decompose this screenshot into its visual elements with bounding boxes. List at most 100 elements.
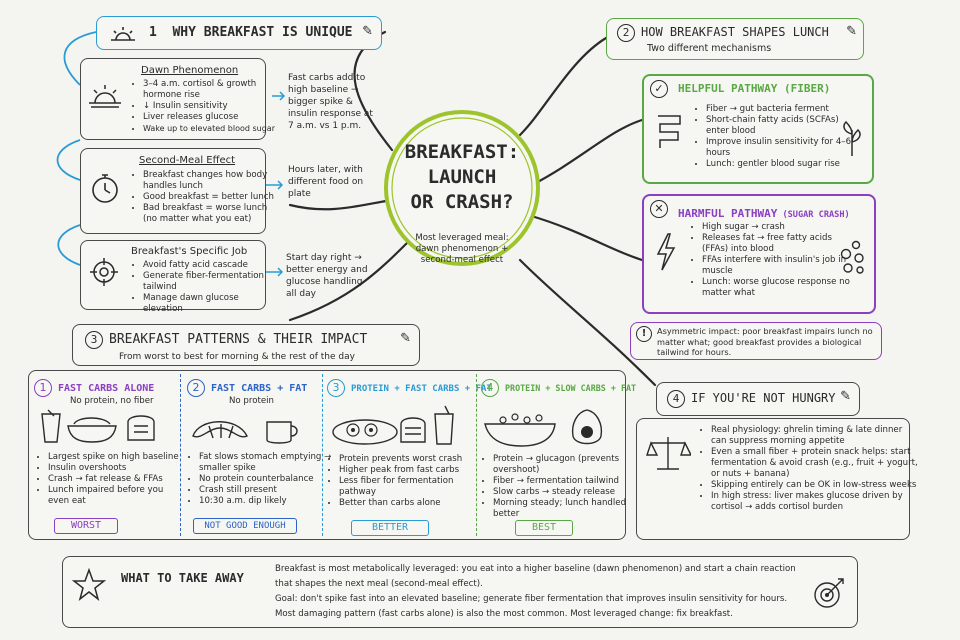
list-item: Real physiology: ghrelin timing & late d… — [711, 425, 919, 447]
pattern1-list: Largest spike on high baseline Insulin o… — [36, 452, 186, 507]
pattern2-list: Fat slows stomach emptying → smaller spi… — [187, 452, 333, 507]
list-item: No protein counterbalance — [199, 474, 333, 485]
section1-title-text: WHY BREAKFAST IS UNIQUE — [172, 25, 353, 40]
dawn-note: Fast carbs add to high baseline → bigger… — [288, 73, 373, 131]
center-title-line1: BREAKFAST: — [404, 141, 520, 163]
list-item: Morning steady; lunch handled better — [493, 498, 633, 520]
check-icon: ✓ — [650, 80, 668, 98]
section3-number: 3 — [85, 331, 103, 349]
takeaway-line1: Breakfast is most metabolically leverage… — [275, 564, 796, 574]
list-item: In high stress: liver makes glucose driv… — [711, 491, 919, 513]
section3-subtitle: From worst to best for morning & the res… — [119, 352, 355, 362]
x-icon: ✕ — [650, 200, 668, 218]
list-item: Fiber → gut bacteria ferment — [706, 104, 856, 115]
section3-title: 3 BREAKFAST PATTERNS & THEIR IMPACT — [85, 331, 367, 349]
takeaway-title: WHAT TO TAKE AWAY — [121, 571, 244, 585]
center-title-line2: LAUNCH — [427, 166, 497, 188]
list-item: Breakfast changes how body handles lunch — [143, 170, 277, 192]
pattern3-number: 3 — [327, 379, 345, 397]
list-item: Manage dawn glucose elevation — [143, 293, 277, 315]
second-meal-title: Second-Meal Effect — [139, 155, 236, 166]
list-item: Avoid fatty acid cascade — [143, 260, 277, 271]
helpful-pathway-title: HELPFUL PATHWAY (FIBER) — [678, 82, 831, 95]
breakfast-job-title: Breakfast's Specific Job — [131, 246, 248, 257]
list-item: Skipping entirely can be OK in low-stres… — [711, 480, 919, 491]
eggs-toast-juice-icon — [332, 405, 454, 445]
dawn-title: Dawn Phenomenon — [141, 65, 239, 76]
list-item: ↓ Insulin sensitivity — [143, 101, 277, 112]
pattern4-title: PROTEIN + SLOW CARBS + FAT — [505, 383, 637, 393]
section2-subtitle: Two different mechanisms — [647, 43, 772, 54]
pattern2-subtitle: No protein — [229, 396, 274, 406]
section1-number: 1 — [149, 25, 157, 40]
harmful-pathway-subtitle: (SUGAR CRASH) — [782, 210, 850, 220]
balance-scale-icon — [646, 437, 691, 470]
takeaway-line4: Most damaging pattern (fast carbs alone)… — [275, 609, 733, 619]
list-item: Wake up to elevated blood sugar — [143, 123, 277, 134]
target-icon — [90, 258, 118, 286]
list-item: 10:30 a.m. dip likely — [199, 496, 333, 507]
list-item: Largest spike on high baseline — [48, 452, 186, 463]
dawn-phenomenon-card: Dawn Phenomenon 3–4 a.m. cortisol & grow… — [80, 58, 275, 140]
list-item: Insulin overshoots — [48, 463, 186, 474]
list-item: Less fiber for fermentation pathway — [339, 476, 485, 498]
pattern3-title: PROTEIN + FAST CARBS + FAT — [351, 384, 492, 394]
list-item: Good breakfast = better lunch — [143, 192, 277, 203]
pattern2-heading: 2 FAST CARBS + FAT — [187, 376, 307, 397]
pattern2-number: 2 — [187, 379, 205, 397]
section3-title-text: BREAKFAST PATTERNS & THEIR IMPACT — [109, 332, 368, 347]
list-item: Crash still present — [199, 485, 333, 496]
list-item: Protein → glucagon (prevents overshoot) — [493, 454, 633, 476]
pattern4-heading: 4 PROTEIN + SLOW CARBS + FAT — [481, 376, 636, 397]
pattern1-tag: WORST — [54, 518, 118, 534]
list-item: 3–4 a.m. cortisol & growth hormone rise — [143, 79, 277, 101]
list-item: Bad breakfast = worse lunch (no matter w… — [143, 203, 277, 225]
pattern2-tag: NOT GOOD ENOUGH — [193, 518, 297, 534]
breakfast-job-note: Start day right → better energy and gluc… — [286, 253, 368, 299]
asymmetric-impact-note: ! Asymmetric impact: poor breakfast impa… — [630, 322, 882, 360]
pattern-col-4: 4 PROTEIN + SLOW CARBS + FAT Protein → gl… — [476, 374, 636, 536]
list-item: Lunch impaired before you even eat — [48, 485, 186, 507]
center-title-line3: OR CRASH? — [410, 191, 514, 213]
takeaway-panel: WHAT TO TAKE AWAY Breakfast is most meta… — [62, 556, 858, 628]
leaf-icon — [843, 120, 861, 156]
section1-title: 1 WHY BREAKFAST IS UNIQUE — [149, 25, 353, 40]
list-item: Releases fat → free fatty acids (FFAs) i… — [702, 233, 852, 255]
list-item: Crash → fat release & FFAs — [48, 474, 186, 485]
center-subtitle-line2: dawn phenomenon + — [415, 244, 509, 254]
list-item: Higher peak from fast carbs — [339, 465, 485, 476]
list-item: Slow carbs → steady release — [493, 487, 633, 498]
breakfast-job-card: Breakfast's Specific Job Avoid fatty aci… — [80, 240, 266, 314]
pencil-icon: ✎ — [846, 24, 857, 39]
pattern1-title: FAST CARBS ALONE — [58, 383, 155, 394]
list-item: Liver releases glucose — [143, 112, 277, 123]
pattern-col-2: 2 FAST CARBS + FAT No protein Fat slows s… — [180, 374, 331, 536]
pattern4-number: 4 — [481, 379, 499, 397]
center-title: BREAKFAST: LAUNCH OR CRASH? — [392, 140, 532, 215]
pattern2-title: FAST CARBS + FAT — [211, 383, 308, 394]
section4-number: 4 — [667, 390, 685, 408]
pattern3-tag: BETTER — [351, 520, 429, 536]
pattern4-list: Protein → glucagon (prevents overshoot) … — [481, 454, 633, 520]
harmful-pathway-heading: HARMFUL PATHWAY (SUGAR CRASH) — [678, 202, 850, 221]
center-subtitle-line1: Most leveraged meal: — [415, 233, 509, 243]
list-item: Generate fiber-fermentation tailwind — [143, 271, 277, 293]
target-arrow-icon — [814, 578, 844, 608]
pattern3-list: Protein prevents worst crash Higher peak… — [327, 454, 485, 509]
list-item: High sugar → crash — [702, 222, 852, 233]
second-meal-card: Second-Meal Effect Breakfast changes how… — [80, 148, 274, 234]
pattern1-number: 1 — [34, 379, 52, 397]
helpful-pathway-list: Fiber → gut bacteria ferment Short-chain… — [694, 104, 856, 170]
second-meal-list: Breakfast changes how body handles lunch… — [131, 170, 277, 225]
list-item: Even a small fiber + protein snack helps… — [711, 447, 919, 480]
croissant-coffee-icon — [192, 421, 298, 444]
list-item: Protein prevents worst crash — [339, 454, 485, 465]
stopwatch-icon — [92, 174, 118, 203]
pattern-col-3: 3 PROTEIN + FAST CARBS + FAT Protein prev… — [322, 374, 492, 536]
list-item: Fiber → fermentation tailwind — [493, 476, 633, 487]
breakfast-job-list: Avoid fatty acid cascade Generate fiber-… — [131, 260, 277, 315]
pattern3-heading: 3 PROTEIN + FAST CARBS + FAT — [327, 376, 492, 397]
pencil-icon: ✎ — [840, 389, 851, 404]
